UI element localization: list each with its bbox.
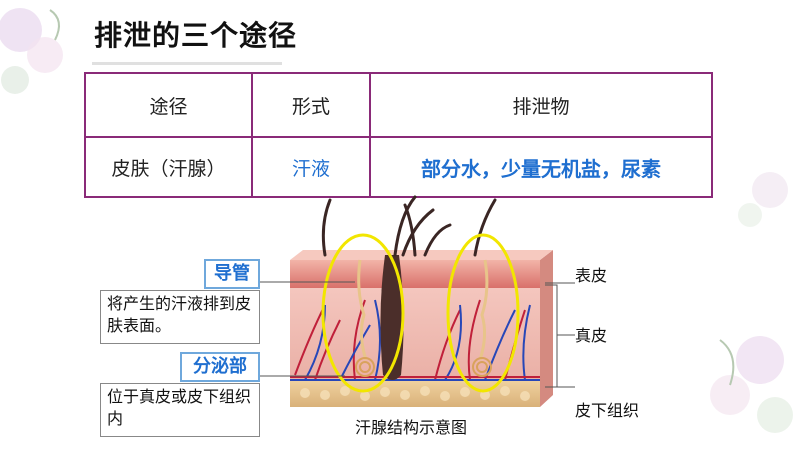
secretory-part-description: 位于真皮或皮下组织内: [100, 383, 260, 437]
table-cell-excreta: 部分水，少量无机盐，尿素: [369, 136, 713, 198]
table-header-cell: 途径: [84, 72, 253, 138]
table-cell-form: 汗液: [251, 136, 371, 198]
layer-label-epidermis: 表皮: [575, 266, 608, 285]
sweat-gland-diagram: [285, 195, 560, 410]
flower-icon: [738, 172, 788, 227]
leader-lines: [255, 281, 355, 377]
excretion-table: 途径 形式 排泄物 皮肤（汗腺） 汗液 部分水，少量无机盐，尿素: [84, 72, 713, 198]
flower-icon: [0, 8, 63, 94]
table-header-row: 途径 形式 排泄物: [84, 72, 713, 138]
title-divider: [92, 62, 282, 65]
diagram-caption: 汗腺结构示意图: [355, 418, 468, 437]
table-row: 皮肤（汗腺） 汗液 部分水，少量无机盐，尿素: [84, 136, 713, 198]
layer-brackets: [545, 282, 575, 388]
flower-icon: [710, 336, 793, 433]
duct-description: 将产生的汗液排到皮肤表面。: [100, 290, 260, 344]
skin-cross-section-illustration: [290, 195, 553, 407]
page-title: 排泄的三个途径: [94, 19, 298, 52]
table-header-cell: 形式: [251, 72, 371, 138]
decorative-flower-top-left: [0, 0, 90, 110]
secretory-part-label: 分泌部: [180, 352, 260, 382]
decorative-flower-bottom-right: [690, 300, 794, 447]
duct-label: 导管: [204, 259, 260, 289]
table-header-cell: 排泄物: [369, 72, 713, 138]
layer-label-subcutaneous: 皮下组织: [575, 401, 640, 420]
decorative-flower-right: [720, 150, 794, 240]
layer-label-dermis: 真皮: [575, 326, 608, 345]
table-cell-route: 皮肤（汗腺）: [84, 136, 253, 198]
